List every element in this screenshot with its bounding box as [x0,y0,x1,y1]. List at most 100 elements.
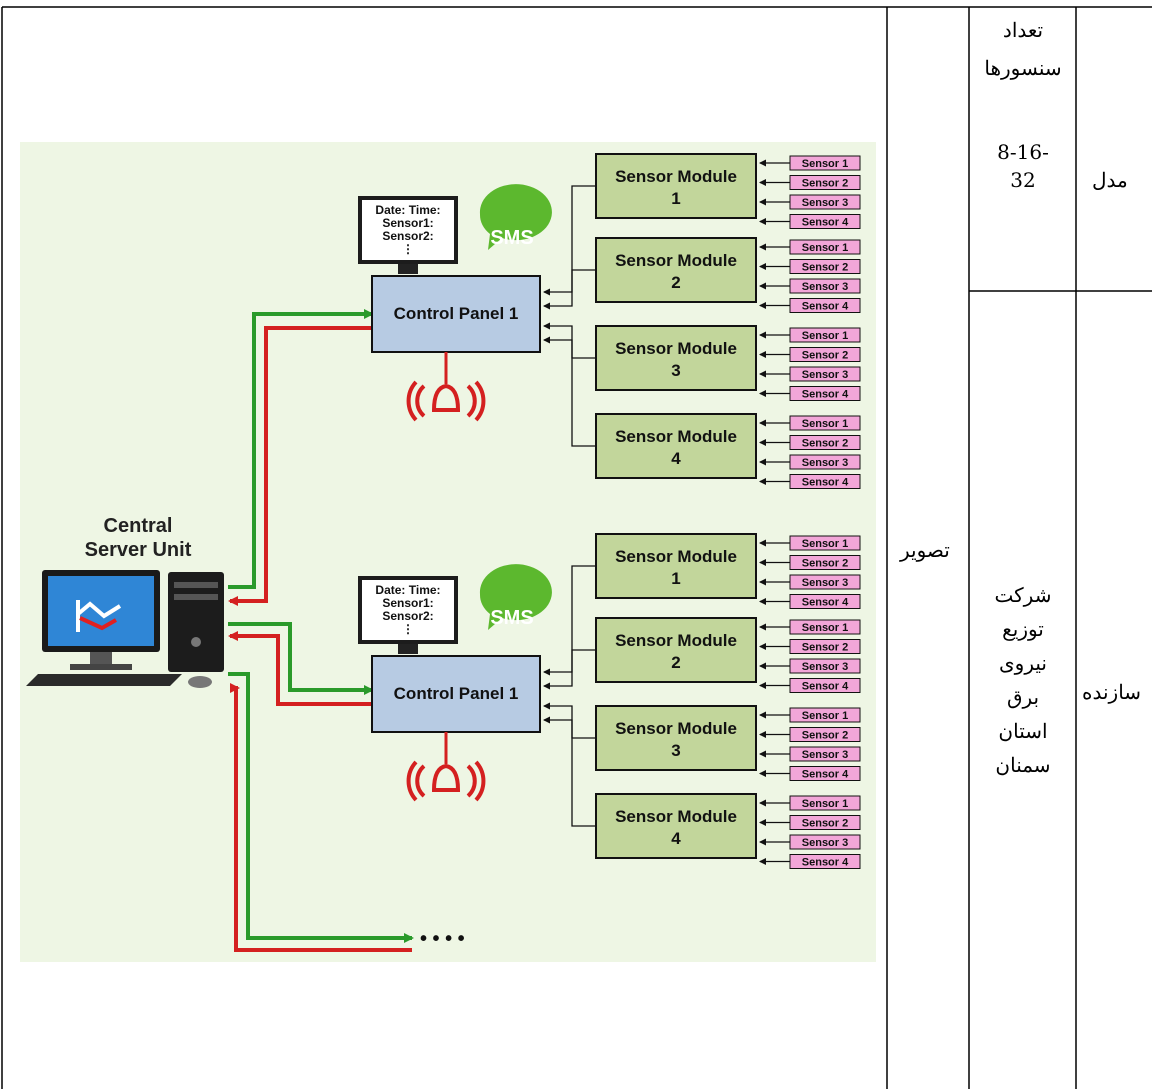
sensor-label: Sensor 3 [802,577,848,589]
manufacturer-line: شرکت [994,583,1052,607]
sensor-label: Sensor 1 [802,798,848,810]
monitor-text-line: Date: Time: [375,203,440,217]
control-panel-label: Control Panel 1 [394,684,519,703]
sensor-box [789,727,861,742]
monitor-screen [362,580,454,640]
sensor-label: Sensor 3 [802,457,848,469]
sensor-label: Sensor 4 [802,301,849,313]
monitor-text-line: Sensor2: [382,609,433,623]
sensor-label: Sensor 3 [802,281,848,293]
sensor-box [789,366,861,382]
sensor-module-label: Sensor Module [615,427,737,446]
server-label-line1: Central [104,515,173,537]
sensor-label: Sensor 1 [802,622,848,634]
server-label-line2: Server Unit [85,539,192,561]
sms-bubble-icon: SMS [479,564,552,630]
sensor-module-box [595,617,757,683]
sensor-module-box [595,533,757,599]
sensor-box [789,639,861,654]
sensor-box [789,415,861,431]
manufacturer-line: نیروی [999,651,1047,675]
sensor-box [789,259,861,274]
sms-bubble [479,564,552,630]
sensor-box [789,707,861,723]
sensor-module-number: 3 [671,741,680,760]
more-systems-ellipsis: • • • • [420,928,465,950]
sensor-module-number: 2 [671,653,680,672]
alarm-bell-icon [406,760,486,802]
sensor-label: Sensor 3 [802,661,848,673]
sensor-label: Sensor 1 [802,710,848,722]
module-panel-connector [543,269,596,310]
sensor-module-label: Sensor Module [615,547,737,566]
sensor-label: Sensor 4 [802,389,849,401]
sensor-box [789,834,861,850]
sensor-box [789,298,861,313]
sensor-label: Sensor 4 [802,217,849,229]
sensor-module-number: 1 [671,189,680,208]
sensor-label: Sensor 3 [802,749,848,761]
sensor-label: Sensor 1 [802,330,848,342]
bell-body [431,383,461,412]
sensor-box [789,239,861,255]
sensor-box [789,555,861,570]
image-header: تصویر [900,538,950,562]
sensor-module-number: 2 [671,273,680,292]
sensor-box [789,175,861,190]
sensor-count-header: تعداد سنسورها [972,14,1074,84]
manufacturer-line: برق [1006,685,1040,709]
monitor-text-line: Sensor2: [382,229,433,243]
sensor-box [789,435,861,450]
sensor-box [789,815,861,830]
module-panel-connector [543,716,596,827]
bell-waves [406,380,486,422]
control-panel-box [371,275,541,353]
sensor-module-label: Sensor Module [615,631,737,650]
sensor-box [789,474,861,489]
sensor-label: Sensor 3 [802,369,848,381]
monitor-icon [26,570,182,686]
sensor-module-box [595,325,757,391]
sensor-label: Sensor 4 [802,769,849,781]
sensor-module-label: Sensor Module [615,339,737,358]
sensor-box [789,535,861,551]
monitor-stand [398,644,418,654]
system-diagram: Central Server Unit Date: Time:Sensor1:S… [20,142,876,962]
sensor-box [789,658,861,674]
server-links [228,309,414,952]
sensor-box [789,766,861,781]
monitor-text-line: Sensor1: [382,216,433,230]
sensor-module-box [595,705,757,771]
alarm-bell-icon [406,380,486,422]
sensor-box [789,619,861,635]
sensor-module-box [595,153,757,219]
sensor-label: Sensor 2 [802,350,848,362]
monitor-stand [398,264,418,274]
sensor-module-number: 3 [671,361,680,380]
control-system-2: Date: Time:Sensor1:Sensor2:⋮ SMS Control P… [358,533,861,869]
module-panel-connector [543,649,596,690]
sensor-module-number: 4 [671,829,681,848]
manufacturer-line: سمنان [995,753,1051,777]
sensor-box [789,795,861,811]
sensor-label: Sensor 4 [802,857,849,869]
monitor-text-line: ⋮ [402,622,414,636]
sensor-count-header-line2: سنسورها [984,56,1062,80]
central-server: Central Server Unit [26,515,224,688]
sensor-label: Sensor 2 [802,558,848,570]
sms-bubble [479,184,552,250]
monitor-text-line: Date: Time: [375,583,440,597]
sensor-box [789,155,861,171]
sensor-module-box [595,237,757,303]
module-panel-connector [543,185,596,296]
monitor-text-line: Sensor1: [382,596,433,610]
model-header: مدل [1092,168,1128,192]
sensor-box [789,327,861,343]
sensor-module-number: 4 [671,449,681,468]
control-panel-box [371,655,541,733]
sensor-label: Sensor 4 [802,477,849,489]
status-monitor: Date: Time:Sensor1:Sensor2:⋮ [358,196,458,274]
sensor-box [789,746,861,762]
sensor-label: Sensor 4 [802,597,849,609]
bell-body [431,763,461,792]
